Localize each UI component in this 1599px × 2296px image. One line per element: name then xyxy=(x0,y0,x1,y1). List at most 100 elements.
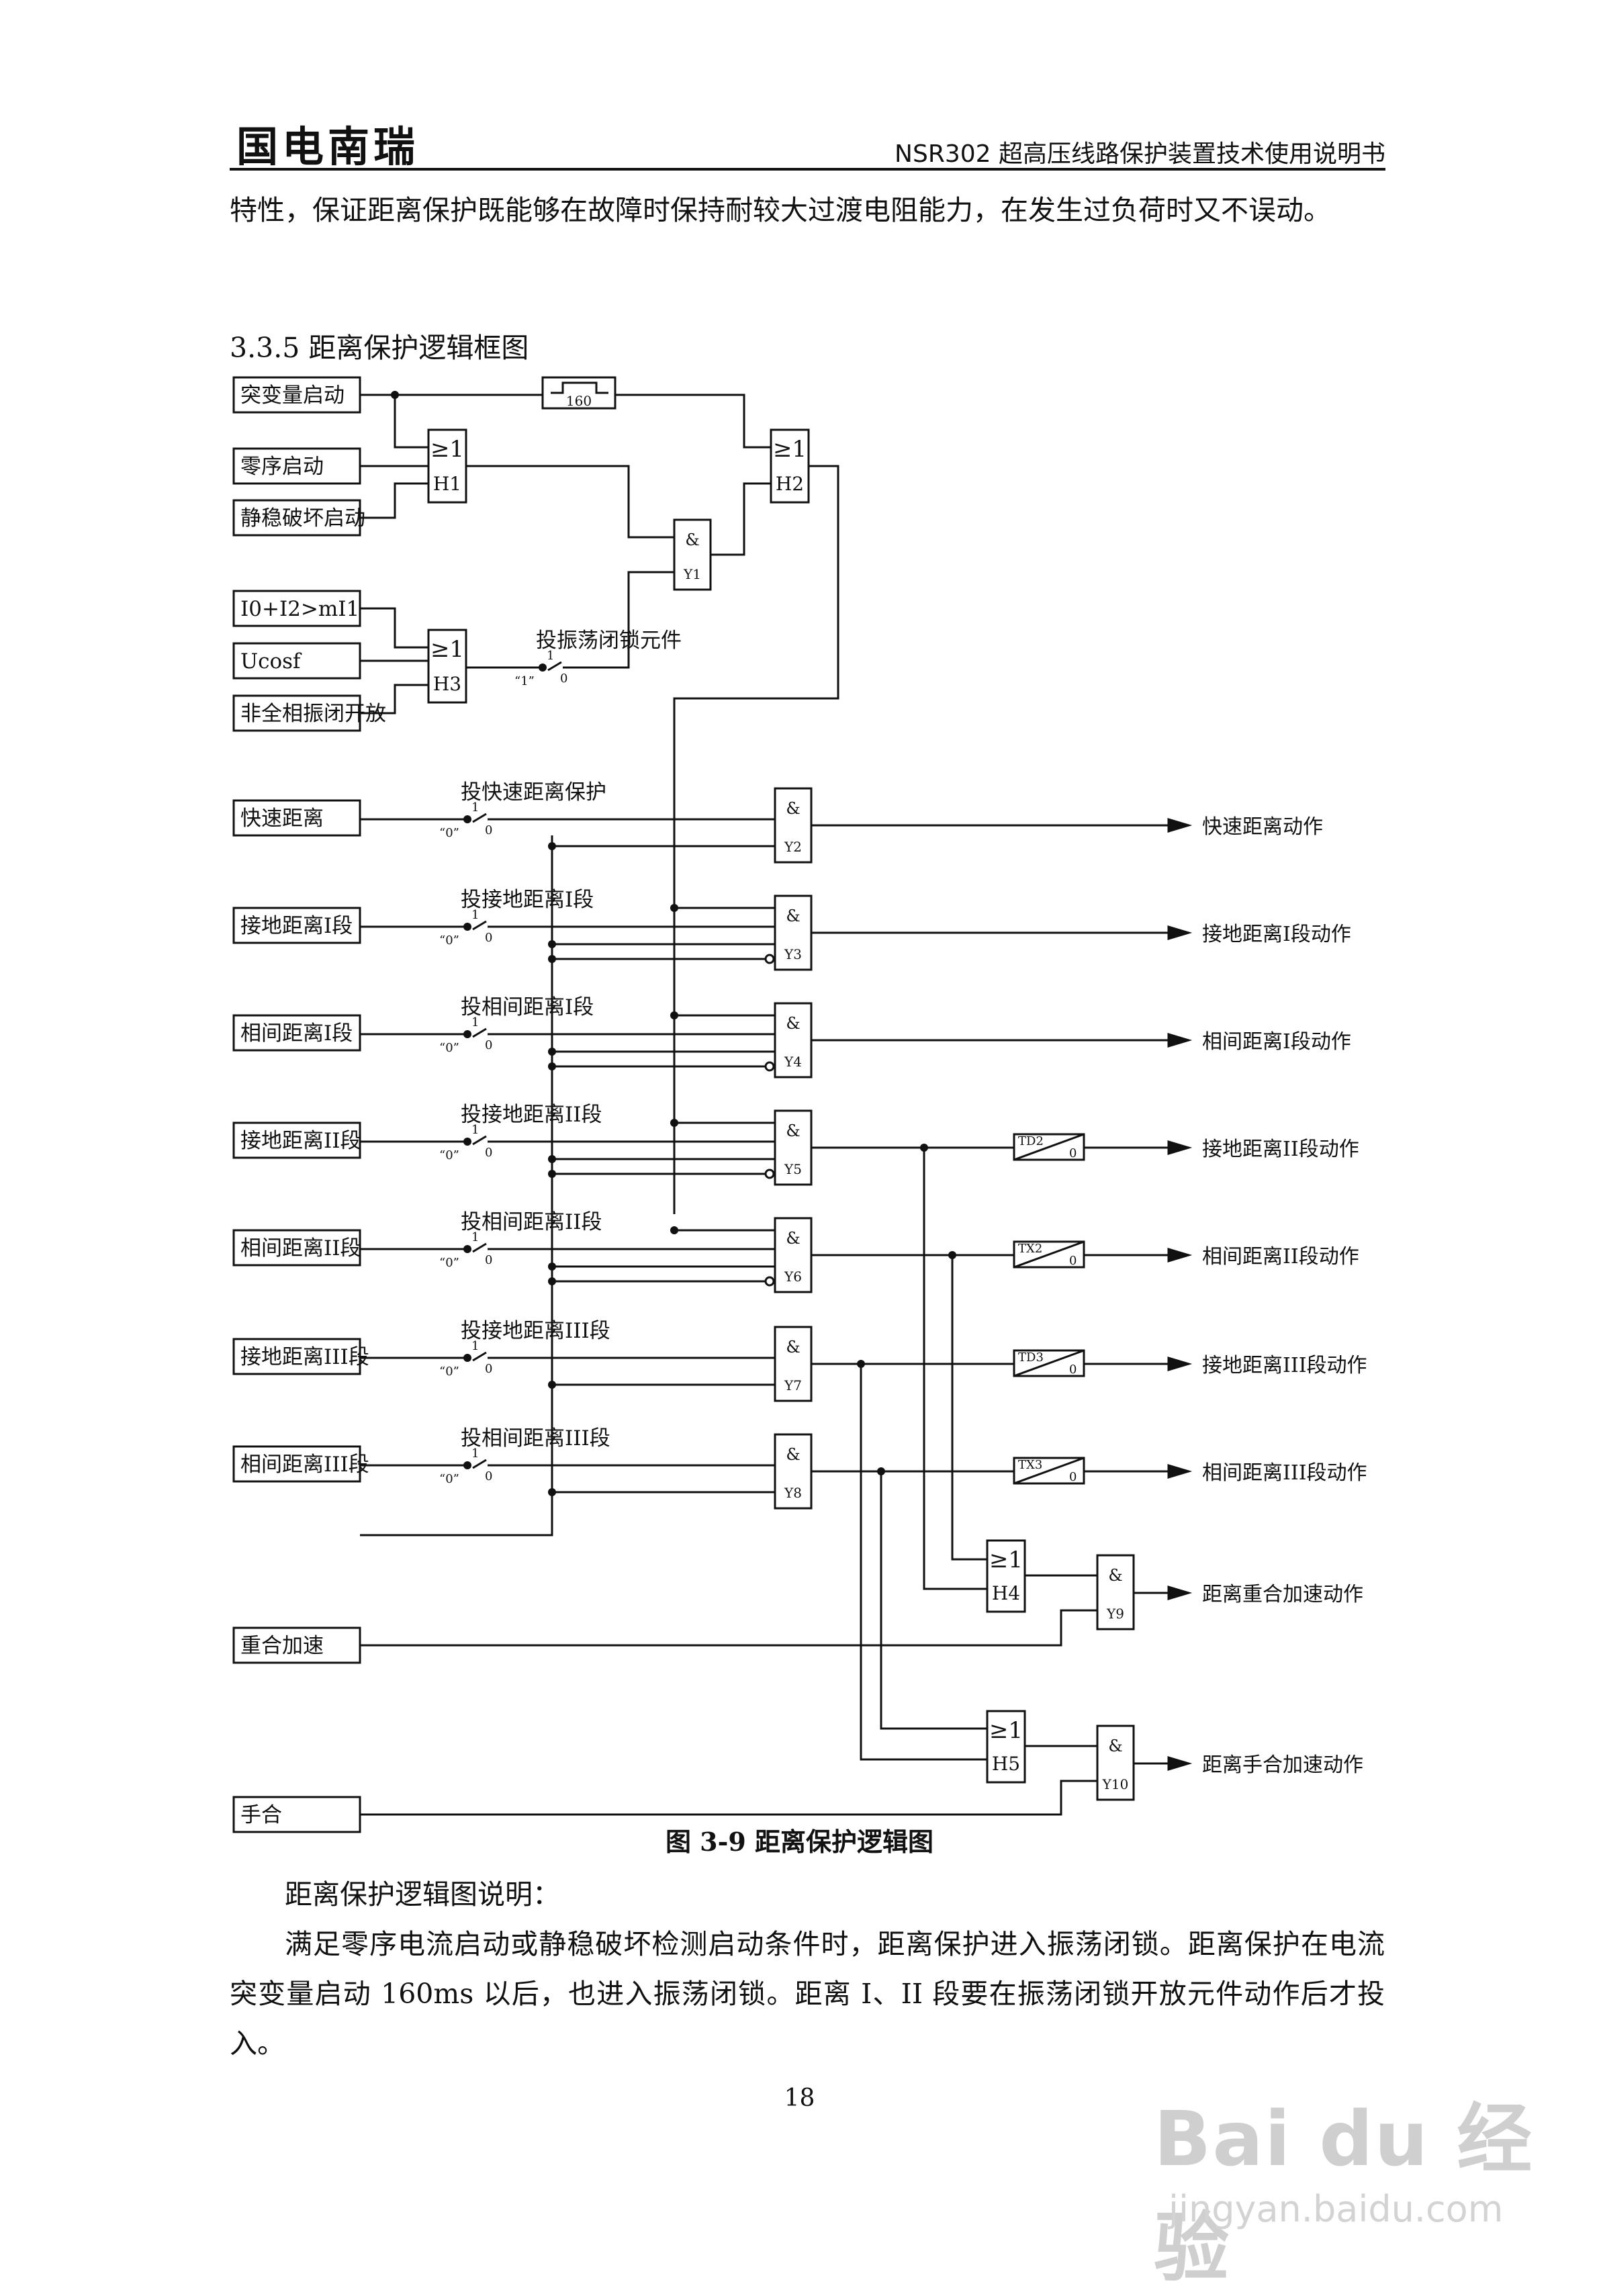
timer-TX3-zero: 0 xyxy=(1069,1470,1077,1484)
input-row-2-label: 相间距离I段 xyxy=(240,1021,353,1046)
gate-Y10 xyxy=(1096,1725,1135,1801)
switch-振荡闭锁-default: “1” xyxy=(514,674,535,688)
arrow-head xyxy=(1167,1585,1193,1601)
gate-Y2 xyxy=(774,787,813,864)
input-row-1-label: 接地距离I段 xyxy=(240,914,353,938)
input-row-6 xyxy=(232,1445,361,1483)
wire xyxy=(923,1148,987,1590)
header-title: NSR302 超高压线路保护装置技术使用说明书 xyxy=(895,140,1385,168)
junction-dot xyxy=(463,815,471,823)
arrow-head xyxy=(1167,1356,1193,1372)
gate-Y4-symbol: & xyxy=(786,1014,800,1033)
gate-Y4-label: Y4 xyxy=(784,1054,802,1070)
wire xyxy=(951,1255,987,1561)
gate-H1-label: H1 xyxy=(433,473,461,495)
gate-H3-label: H3 xyxy=(433,673,461,695)
junction-dot xyxy=(670,1119,678,1127)
invert-bubble xyxy=(764,954,775,964)
junction-dot xyxy=(548,940,556,948)
gate-Y8-symbol: & xyxy=(786,1445,800,1464)
wire xyxy=(360,482,428,519)
input-非全相振闭开放-label: 非全相振闭开放 xyxy=(240,702,386,726)
wire xyxy=(880,1471,987,1730)
input-Ucosf-label: Ucosf xyxy=(240,649,302,674)
wire xyxy=(673,465,839,1214)
header-rule xyxy=(230,168,1385,171)
switch-row-2-label: 投相间距离I段 xyxy=(461,995,594,1019)
input-row-2 xyxy=(232,1014,361,1052)
timer-160-label: 160 xyxy=(566,393,592,409)
arrow-head xyxy=(1167,1755,1193,1772)
junction-dot xyxy=(548,1062,556,1070)
gate-Y7-symbol: & xyxy=(786,1338,800,1357)
timer-diagonal xyxy=(1013,1133,1085,1161)
junction-dot xyxy=(548,1170,556,1178)
junction-dot xyxy=(548,1488,556,1496)
junction-dot xyxy=(463,1461,471,1469)
gate-Y5-symbol: & xyxy=(786,1121,800,1140)
wire xyxy=(860,1364,987,1761)
output-0: 快速距离动作 xyxy=(1202,815,1323,839)
switch-blade xyxy=(472,1027,487,1038)
output-重合加速: 距离重合加速动作 xyxy=(1202,1583,1363,1606)
switch-row-6-off: 0 xyxy=(485,1469,492,1483)
gate-Y6-label: Y6 xyxy=(784,1269,802,1285)
switch-row-4-label: 投相间距离II段 xyxy=(461,1210,602,1234)
timer-TD2-zero: 0 xyxy=(1069,1146,1077,1160)
junction-dot xyxy=(670,1011,678,1019)
input-row-0-label: 快速距离 xyxy=(240,807,324,831)
switch-row-1-default: “0” xyxy=(439,933,459,948)
output-6: 相间距离III段动作 xyxy=(1202,1461,1367,1485)
switch-振荡闭锁-on: 1 xyxy=(547,649,554,663)
junction-dot xyxy=(548,1262,556,1271)
gate-Y7 xyxy=(774,1326,813,1402)
input-重合加速 xyxy=(232,1626,361,1664)
gate-Y8-label: Y8 xyxy=(784,1485,802,1501)
switch-row-3-default: “0” xyxy=(439,1148,459,1162)
switch-row-0-off: 0 xyxy=(485,823,492,837)
switch-blade xyxy=(472,1135,487,1146)
wire xyxy=(563,571,674,669)
invert-bubble xyxy=(764,1061,775,1072)
input-静稳破坏启动-label: 静稳破坏启动 xyxy=(240,506,365,531)
switch-blade xyxy=(472,1351,487,1362)
gate-Y3 xyxy=(774,894,813,971)
output-手合加速: 距离手合加速动作 xyxy=(1202,1753,1363,1777)
watermark-logo: Bai du 经验 xyxy=(1154,2096,1534,2292)
gate-H2 xyxy=(770,428,810,504)
switch-row-5-label: 投接地距离III段 xyxy=(461,1319,610,1343)
junction-dot xyxy=(548,1155,556,1163)
section-heading: 3.3.5 距离保护逻辑框图 xyxy=(230,332,529,364)
arrow-head xyxy=(1167,1032,1193,1048)
timer-diagonal xyxy=(1013,1457,1085,1485)
switch-row-1-off: 0 xyxy=(485,931,492,945)
timer-TX3-label: TX3 xyxy=(1018,1458,1042,1472)
gate-Y4 xyxy=(774,1002,813,1078)
gate-H3-symbol: ≥1 xyxy=(430,636,464,663)
arrow-head xyxy=(1167,817,1193,833)
wire xyxy=(394,395,428,449)
switch-row-3-off: 0 xyxy=(485,1146,492,1160)
switch-row-3-on: 1 xyxy=(471,1123,479,1137)
junction-dot xyxy=(548,842,556,850)
watermark-url: jingyan.baidu.com xyxy=(1169,2188,1504,2230)
junction-dot xyxy=(548,1048,556,1056)
switch-row-4-default: “0” xyxy=(439,1256,459,1270)
junction-dot xyxy=(463,923,471,931)
switch-row-5-off: 0 xyxy=(485,1362,492,1376)
output-3: 接地距离II段动作 xyxy=(1202,1138,1359,1161)
switch-row-5-default: “0” xyxy=(439,1365,459,1379)
switch-row-2-default: “0” xyxy=(439,1041,459,1055)
input-row-5-label: 接地距离III段 xyxy=(240,1345,369,1369)
gate-Y9-symbol: & xyxy=(1108,1566,1122,1585)
input-Ucosf xyxy=(232,642,361,680)
switch-row-0-label: 投快速距离保护 xyxy=(461,780,606,805)
switch-blade xyxy=(472,1459,487,1469)
switch-row-6-default: “0” xyxy=(439,1472,459,1486)
output-4: 相间距离II段动作 xyxy=(1202,1245,1359,1269)
output-2: 相间距离I段动作 xyxy=(1202,1030,1351,1054)
figure-caption: 图 3-9 距离保护逻辑图 xyxy=(665,1827,934,1857)
input-手合-label: 手合 xyxy=(240,1803,282,1827)
gate-Y6-symbol: & xyxy=(786,1229,800,1248)
invert-bubble xyxy=(764,1276,775,1287)
